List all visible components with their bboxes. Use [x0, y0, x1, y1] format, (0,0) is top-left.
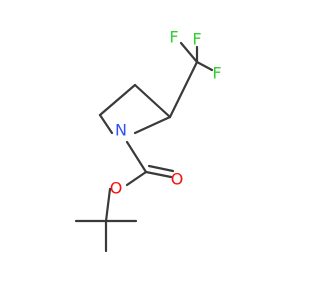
bonds [74, 41, 214, 253]
atom-labels: F F F N O O [110, 28, 222, 198]
fluorine-top-label: F [192, 30, 201, 49]
bond-carbonyl-o-double-2 [147, 164, 175, 173]
bond-c5-c4 [98, 113, 114, 135]
fluorine-right-label: F [212, 64, 221, 83]
oxygen-ester-label: O [110, 179, 123, 198]
nitrogen-label: N [115, 121, 127, 140]
bond-o-ester-tbu [104, 187, 112, 223]
fluorine-left-label: F [169, 28, 178, 47]
bond-cf3-f-left [179, 41, 199, 64]
bond-c2-c3 [133, 83, 172, 119]
bond-n-carbonyl [125, 140, 148, 174]
bond-n-c2 [133, 115, 172, 135]
molecule-drawing: F F F N O O [74, 28, 222, 253]
bond-c3-cf3 [168, 60, 199, 119]
bond-carbonyl-o-ester [125, 170, 148, 187]
bond-carbonyl-o-double-1 [144, 170, 173, 179]
bond-c4-c3 [98, 83, 137, 117]
oxygen-carbonyl-label: O [171, 170, 184, 189]
bond-cf3-f-right [195, 60, 214, 72]
molecule-canvas: F F F N O O [74, 27, 222, 253]
